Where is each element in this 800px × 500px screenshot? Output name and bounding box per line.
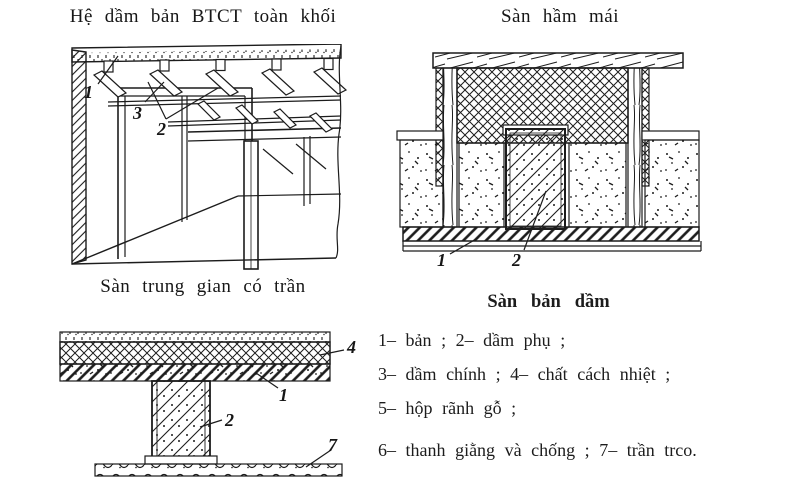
callout-bottom-slab: 1	[437, 250, 446, 270]
main-beam-frame-back	[187, 127, 342, 270]
torn-edge	[335, 45, 342, 259]
callout-slab: 1	[84, 82, 93, 102]
right-ledge-board	[641, 130, 700, 141]
bottom-thin-band	[402, 241, 702, 252]
perspective-rails	[107, 95, 342, 127]
legend-title: Sàn bản dầm	[487, 292, 610, 312]
leader-lines	[199, 349, 345, 468]
callout-secondary-beam: 2	[157, 119, 166, 139]
attic-floor-drawing	[396, 52, 702, 255]
joist-blocks	[103, 57, 334, 73]
callout-ceiling: 7	[328, 435, 337, 455]
beam-slab-figure-drawing	[71, 44, 348, 270]
legend-line-1: 1– bản ; 2– dầm phụ ;	[378, 330, 566, 350]
hatched-wall	[71, 49, 87, 265]
intermediate-floor-drawing	[59, 331, 345, 477]
figure-intermediate-floor: 4 1 2 7	[48, 326, 378, 496]
top-plank	[432, 52, 684, 69]
callout-beam-web: 2	[225, 410, 234, 430]
callout-main-beam: 3	[133, 103, 142, 123]
legend: Sàn bản dầm 1– bản ; 2– dầm phụ ; 3– dầm…	[376, 292, 796, 473]
beam-flange	[144, 455, 218, 465]
central-beam	[505, 128, 566, 230]
beam-web	[151, 380, 211, 460]
figure-attic-floor: 1 2	[393, 45, 713, 280]
callout-attic-beam: 2	[512, 250, 521, 270]
legend-line-2: 3– dầm chính ; 4– chất cách nhiệt ;	[378, 364, 671, 384]
figure-beam-slab-system: 1 3 2	[48, 44, 358, 279]
left-ledge-board	[396, 130, 444, 141]
leader-lines	[449, 190, 547, 255]
right-wing-block	[644, 139, 700, 228]
ceiling-slab	[71, 44, 342, 63]
right-post	[627, 67, 643, 228]
secondary-beams-back	[196, 100, 334, 133]
floor-lines	[71, 45, 342, 265]
left-post	[442, 67, 458, 228]
left-wing-block	[399, 139, 444, 228]
bottom-slab-strip	[402, 226, 700, 242]
right-infill-block	[568, 142, 627, 228]
legend-line-4: 6– thanh giằng và chống ; 7– trần trco.	[378, 440, 697, 460]
callout-insulation: 4	[347, 337, 356, 357]
insulation-band	[59, 341, 331, 365]
title-beam-slab-system: Hệ dầm bản BTCT toàn khối	[69, 6, 337, 27]
leader-lines	[97, 55, 219, 120]
legend-line-3: 5– hộp rãnh gỗ ;	[378, 398, 517, 418]
left-infill-block	[458, 142, 505, 228]
callout-slab-band: 1	[279, 385, 288, 405]
title-attic-floor: Sàn hầm mái	[500, 6, 619, 27]
floor-finish-strip	[59, 331, 331, 343]
title-intermediate-floor: Sàn trung gian có trần	[100, 276, 306, 297]
ceiling-strip	[94, 463, 343, 477]
secondary-beams-front	[92, 67, 348, 98]
